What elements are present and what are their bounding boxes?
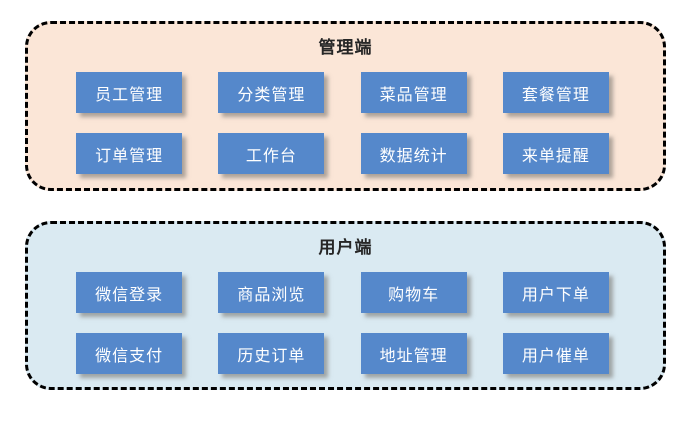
- setmeal-management-button: 套餐管理: [502, 72, 609, 113]
- order-alert-button: 来单提醒: [502, 133, 609, 174]
- user-urge-order-button: 用户催单: [502, 333, 609, 374]
- user-panel: 用户端 微信登录 商品浏览 购物车 用户下单 微信支付 历史订单 地址管理 用户…: [25, 221, 666, 390]
- dish-management-button: 菜品管理: [360, 72, 467, 113]
- wechat-login-button: 微信登录: [76, 272, 183, 313]
- shopping-cart-button: 购物车: [360, 272, 467, 313]
- admin-button-grid: 员工管理 分类管理 菜品管理 套餐管理 订单管理 工作台 数据统计 来单提醒: [28, 72, 663, 174]
- user-place-order-button: 用户下单: [502, 272, 609, 313]
- order-history-button: 历史订单: [218, 333, 325, 374]
- data-statistics-button: 数据统计: [360, 133, 467, 174]
- user-panel-title: 用户端: [318, 238, 373, 258]
- employee-management-button: 员工管理: [76, 72, 183, 113]
- category-management-button: 分类管理: [218, 72, 325, 113]
- wechat-pay-button: 微信支付: [76, 333, 183, 374]
- user-button-grid: 微信登录 商品浏览 购物车 用户下单 微信支付 历史订单 地址管理 用户催单: [28, 272, 663, 374]
- order-management-button: 订单管理: [76, 133, 183, 174]
- admin-panel: 管理端 员工管理 分类管理 菜品管理 套餐管理 订单管理 工作台 数据统计 来单…: [25, 21, 666, 191]
- address-management-button: 地址管理: [360, 333, 467, 374]
- workbench-button: 工作台: [218, 133, 325, 174]
- product-browse-button: 商品浏览: [218, 272, 325, 313]
- admin-panel-title: 管理端: [318, 38, 373, 58]
